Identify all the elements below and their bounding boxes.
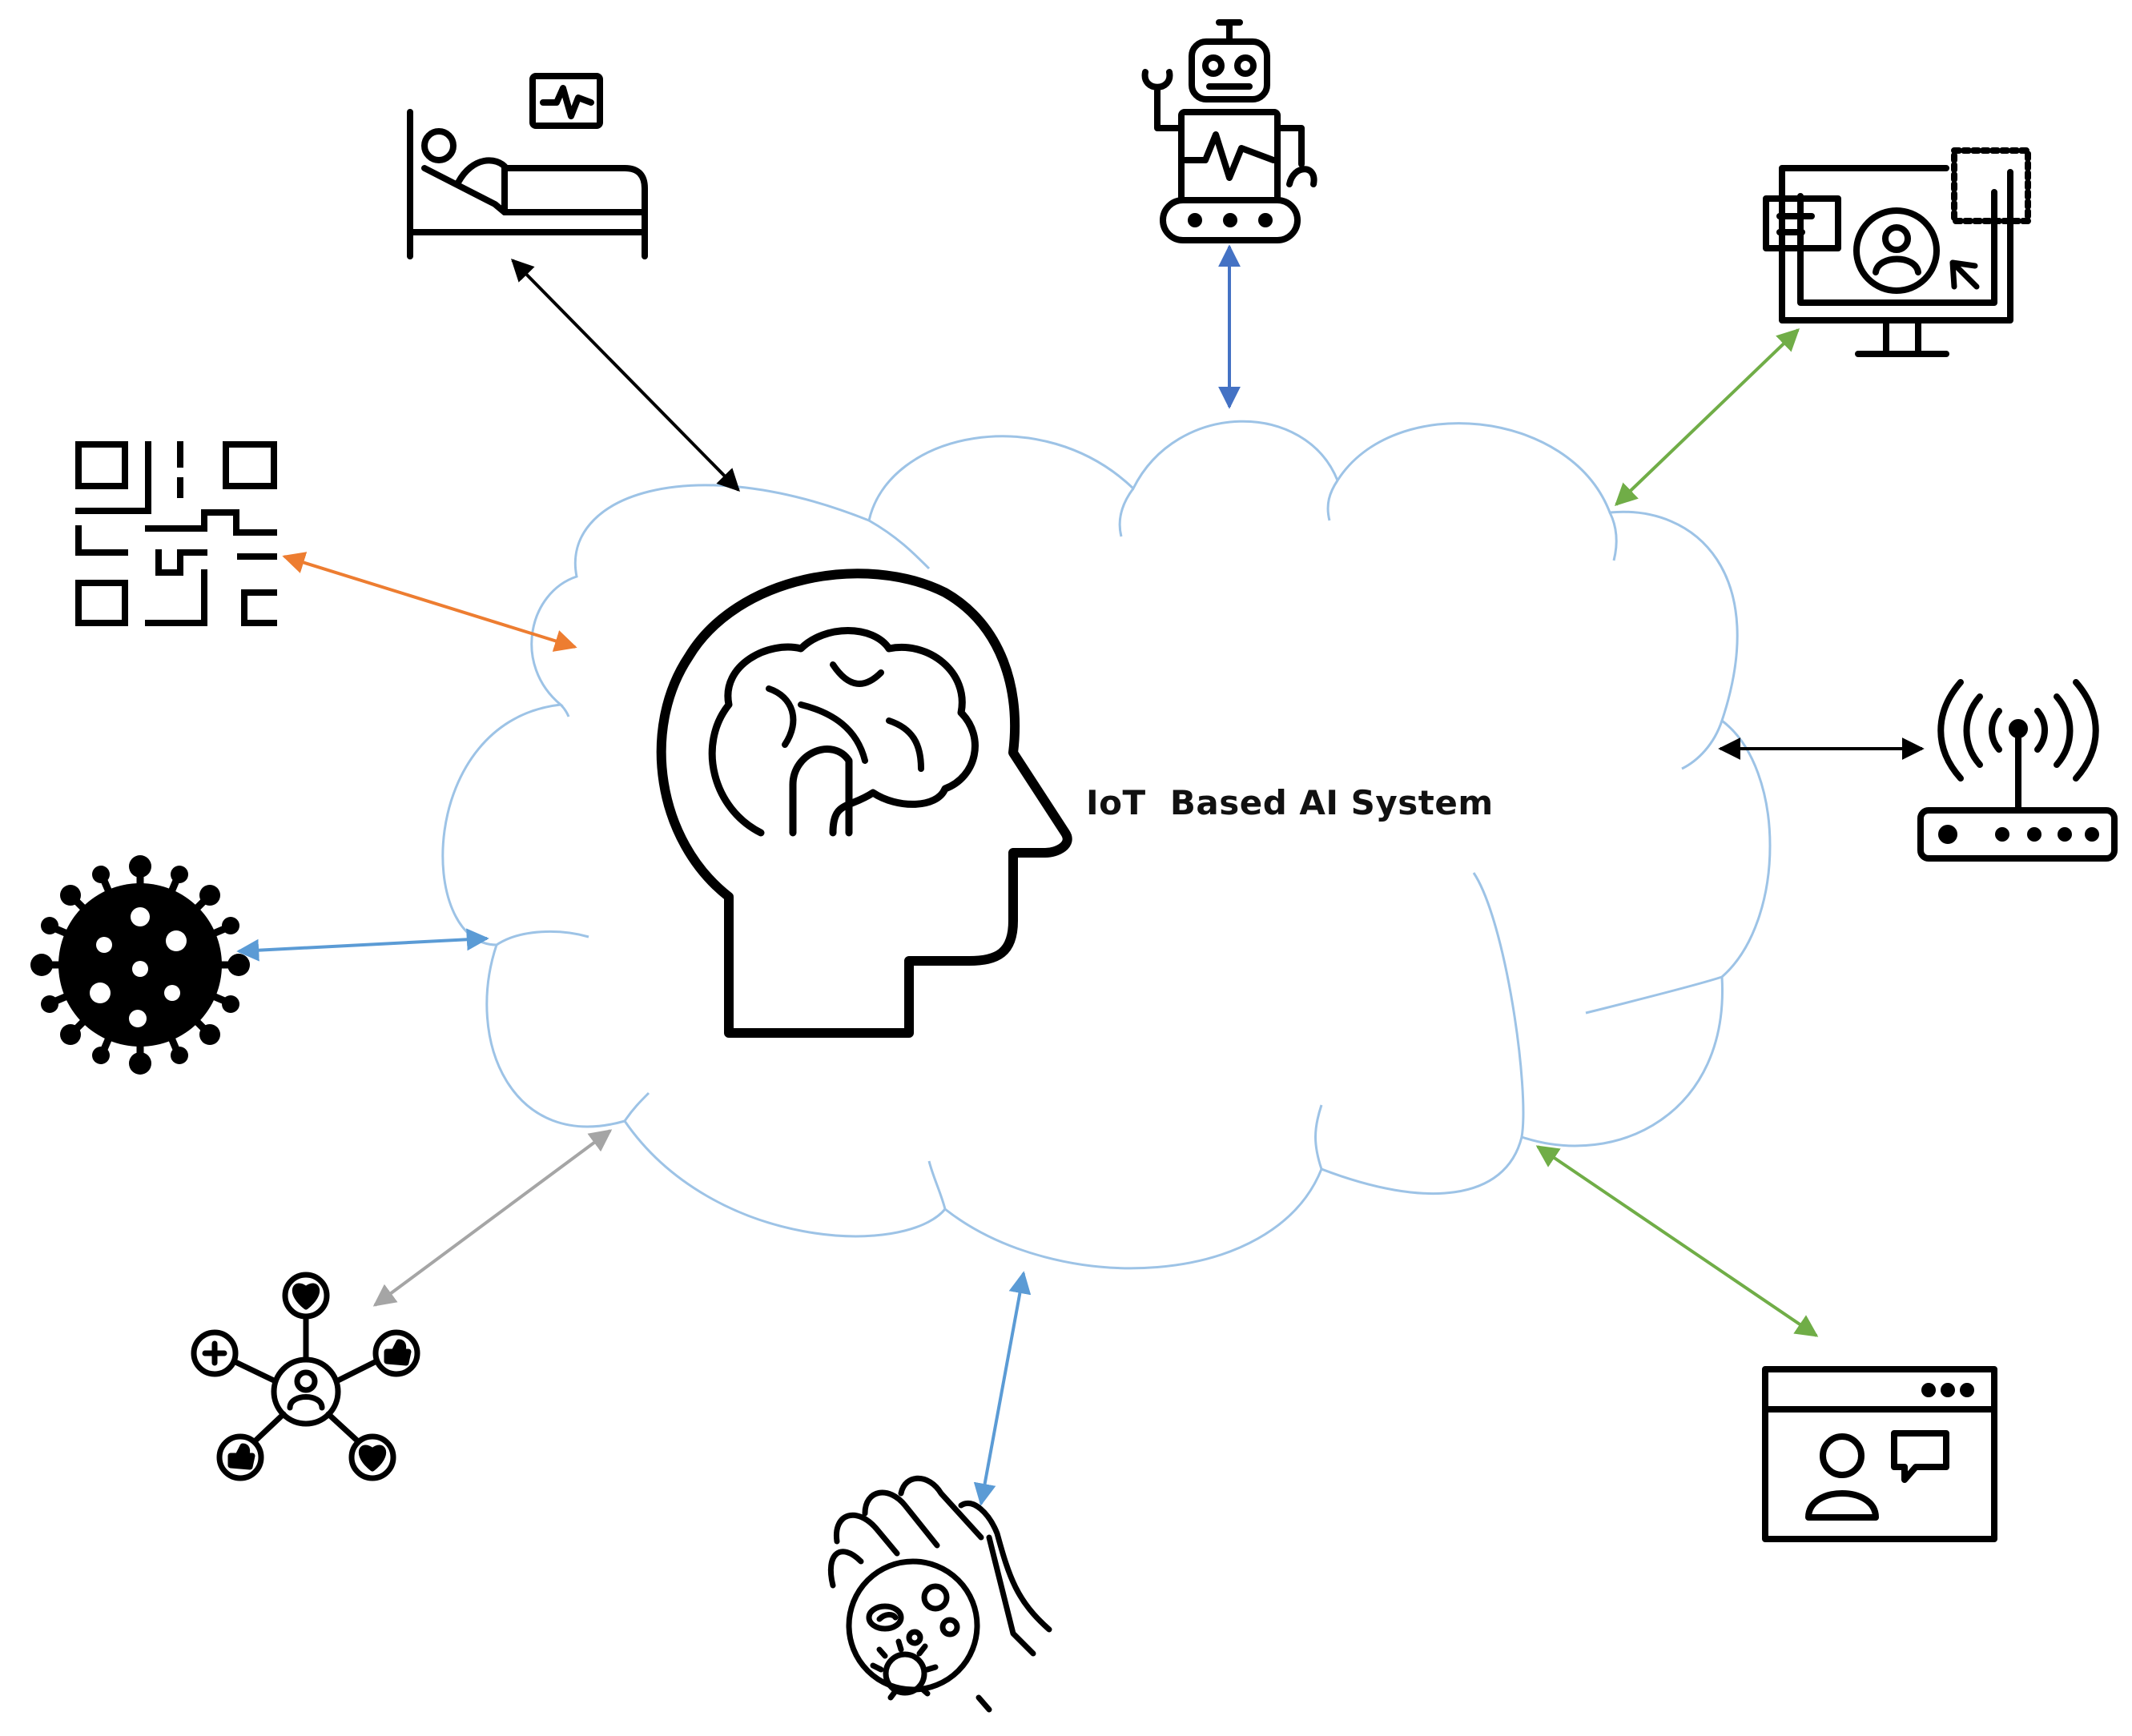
- arrow-qr-code: [282, 552, 577, 652]
- arrow-hospital-bed: [511, 259, 740, 492]
- telemedicine-monitor-icon: [1763, 147, 2031, 357]
- system-title: IoT Based AI System: [1086, 783, 1494, 822]
- qr-code-icon: [75, 441, 277, 626]
- cloud-shape: [441, 420, 1772, 1270]
- video-consultation-window-icon: [1762, 1366, 1997, 1542]
- brain-head-icon: [656, 569, 1072, 1038]
- virus-icon: [30, 855, 250, 1075]
- arrow-telemedicine-monitor: [1614, 328, 1800, 506]
- social-network-icon: [191, 1272, 420, 1481]
- arrow-video-consultation: [1535, 1145, 1819, 1337]
- arrow-hand-bacteria: [973, 1271, 1032, 1506]
- medical-robot-icon: [1141, 19, 1317, 243]
- arrow-social-network: [372, 1129, 613, 1307]
- hospital-bed-monitor-icon: [407, 73, 648, 259]
- hand-bacteria-icon: [827, 1475, 1052, 1713]
- connectors: [236, 244, 1925, 1506]
- arrow-virus: [236, 928, 489, 962]
- wifi-router-icon: [1917, 679, 2118, 862]
